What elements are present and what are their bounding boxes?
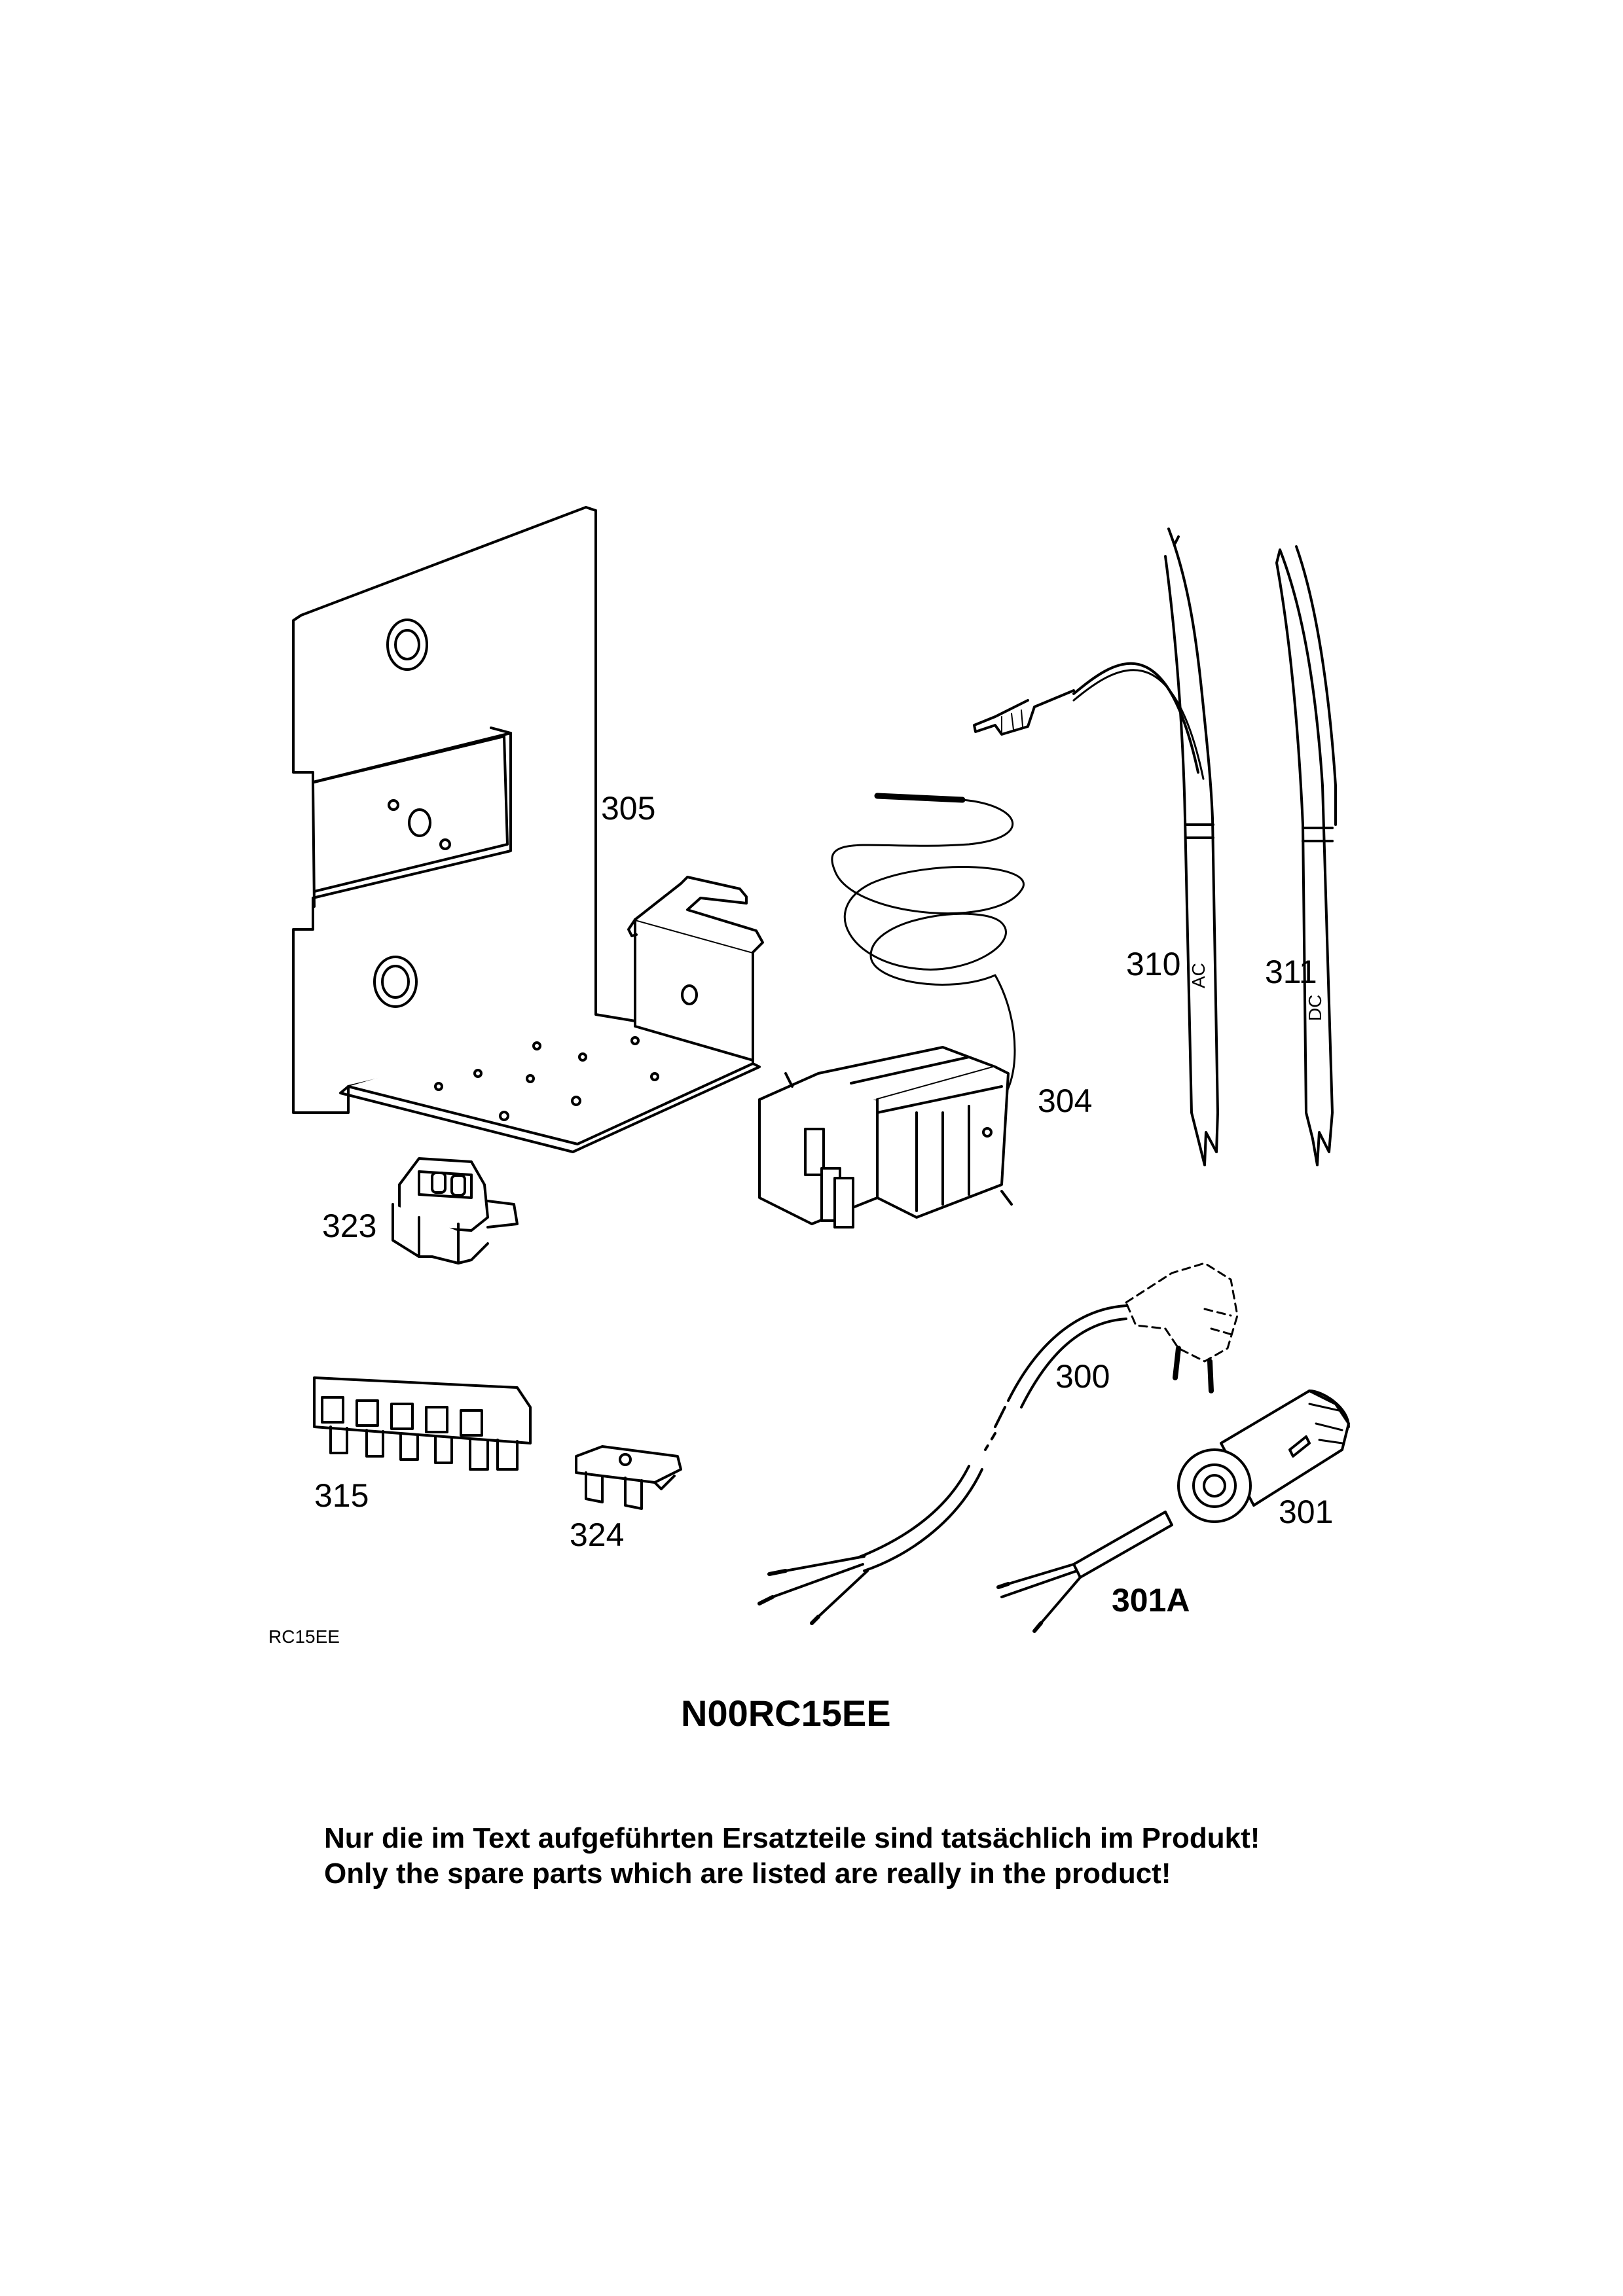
cable-mark-ac: AC (1188, 963, 1209, 988)
callout-304: 304 (1038, 1083, 1093, 1119)
callout-315: 315 (314, 1477, 369, 1514)
callout-301a: 301A (1112, 1582, 1190, 1619)
part-324-terminal-clip (575, 1445, 682, 1510)
part-310-ac-cable (973, 528, 1219, 1166)
part-301-cigarette-plug (1177, 1390, 1350, 1523)
part-315-terminal-strip (313, 1376, 532, 1471)
callout-323: 323 (322, 1208, 377, 1244)
part-300-mains-cable (757, 1262, 1239, 1625)
drawing-title: N00RC15EE (681, 1693, 891, 1734)
cable-mark-dc: DC (1305, 995, 1325, 1021)
drawing-code-small: RC15EE (268, 1626, 340, 1647)
callout-300: 300 (1055, 1358, 1110, 1395)
part-323-connector (392, 1157, 519, 1265)
note-english: Only the spare parts which are listed ar… (324, 1857, 1171, 1890)
callout-301: 301 (1279, 1494, 1334, 1530)
callout-305: 305 (601, 790, 656, 827)
part-311-dc-cable (1275, 545, 1337, 1166)
part-301a-twin-cable (996, 1511, 1173, 1633)
part-305-mounting-bracket (292, 506, 764, 1153)
part-304-thermostat (758, 793, 1025, 1229)
callout-310: 310 (1126, 946, 1181, 982)
note-german: Nur die im Text aufgeführten Ersatzteile… (324, 1822, 1260, 1854)
callout-324: 324 (570, 1516, 625, 1553)
callout-311: 311 (1265, 954, 1317, 990)
